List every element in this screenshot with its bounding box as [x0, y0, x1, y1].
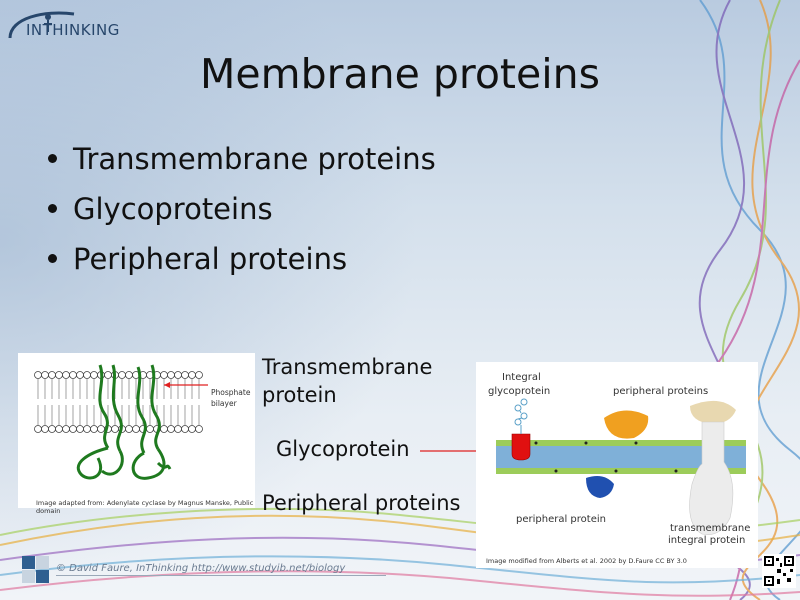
- transmembrane-label-line1: Transmembrane: [262, 355, 433, 379]
- right-figure-caption: Image modified from Alberts et al. 2002 …: [486, 557, 687, 565]
- left-figure-caption: Image adapted from: Adenylate cyclase by…: [36, 499, 254, 515]
- footer-squares-icon: [22, 556, 49, 583]
- bullet-item: Transmembrane proteins: [48, 138, 436, 188]
- bullet-dot: [48, 153, 57, 163]
- transmembrane-integral-label-line1: transmembrane: [670, 523, 751, 534]
- bilayer-diagram: [34, 364, 208, 480]
- qr-code-icon: [762, 554, 796, 588]
- bullet-text: Peripheral proteins: [73, 242, 348, 276]
- bullet-text: Transmembrane proteins: [73, 142, 436, 176]
- bullet-text: Glycoproteins: [73, 192, 273, 226]
- bullet-item: Peripheral proteins: [48, 238, 436, 288]
- transmembrane-integral-label-line2: integral protein: [668, 535, 746, 546]
- footer-divider: [56, 575, 386, 576]
- footer-credit: © David Faure, InThinking http://www.stu…: [56, 563, 346, 574]
- bullet-dot: [48, 203, 57, 213]
- transmembrane-label-line2: protein: [262, 383, 337, 407]
- bullet-dot: [48, 253, 57, 263]
- integral-glycoprotein-label-line2: glycoprotein: [488, 386, 551, 397]
- logo-text: INTHINKING: [26, 21, 120, 39]
- membrane-protein-figure: Integral glycoprotein peripheral protein…: [476, 362, 758, 568]
- glycoprotein-label: Glycoprotein: [276, 437, 410, 461]
- transmembrane-protein-figure: Phosphate bilayer Image adapted from: Ad…: [18, 353, 255, 515]
- bullet-list: Transmembrane proteins Glycoproteins Per…: [48, 138, 436, 288]
- inthinking-logo: [8, 11, 75, 39]
- membrane-diagram: [496, 398, 746, 535]
- peripheral-protein-bottom-label: peripheral protein: [516, 514, 606, 525]
- slide-title: Membrane proteins: [200, 50, 600, 98]
- peripheral-proteins-top-label: peripheral proteins: [613, 386, 709, 397]
- phosphate-bilayer-label: Phosphate bilayer: [211, 388, 251, 408]
- peripheral-proteins-label: Peripheral proteins: [262, 491, 461, 515]
- integral-glycoprotein-label-line1: Integral: [502, 372, 541, 383]
- bullet-item: Glycoproteins: [48, 188, 436, 238]
